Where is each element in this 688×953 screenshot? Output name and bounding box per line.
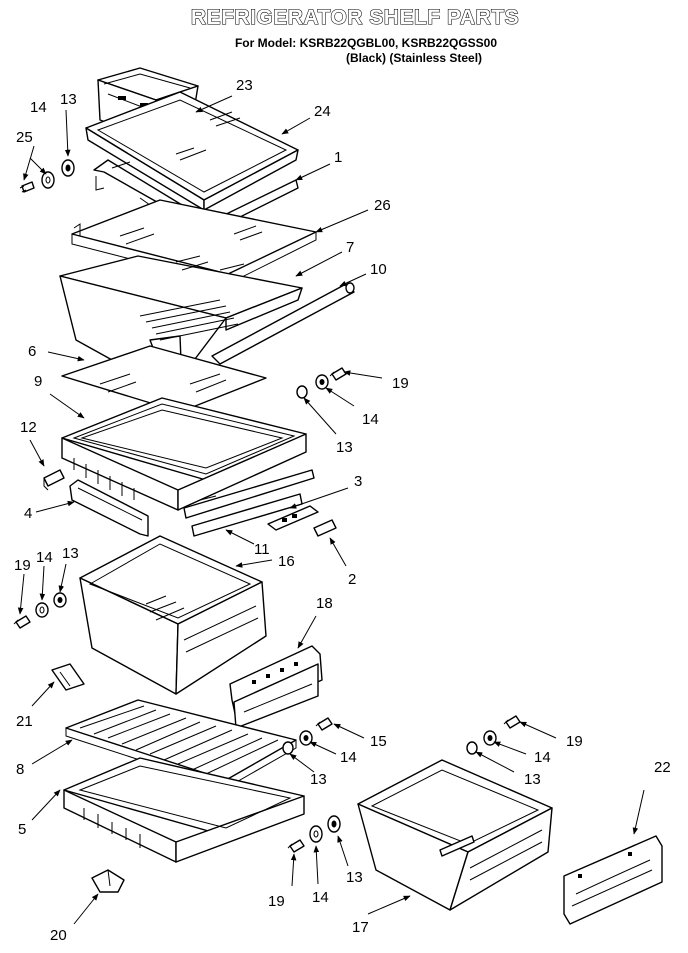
callout-numbers: 23 24 1 26 7 10 6 9 12 4 3 11 2 16 18 21…: [14, 77, 671, 944]
part-16-pan: [79, 535, 267, 695]
callout-14-top: 14: [30, 99, 47, 116]
part-21-clip: [51, 663, 85, 691]
hardware-set-bottom: [287, 815, 341, 853]
diagram-title: REFRIGERATOR SHELF PARTS: [191, 6, 519, 29]
callout-16: 16: [278, 553, 295, 570]
part-9-frame: [61, 397, 307, 511]
part-18-panel: [229, 645, 323, 729]
callout-22: 22: [654, 759, 671, 776]
callout-25: 25: [16, 129, 33, 146]
part-20-cap: [91, 869, 125, 893]
part-24-top-shelf: [85, 91, 299, 211]
callout-15: 15: [370, 733, 387, 750]
model-line: For Model: KSRB22QGBL00, KSRB22QGSS00: [235, 36, 497, 50]
callout-14-bottom: 14: [312, 889, 329, 906]
callout-24: 24: [314, 103, 331, 120]
part-10-rod: [211, 282, 355, 365]
callout-19-upper: 19: [392, 375, 409, 392]
variants-line: (Black) (Stainless Steel): [346, 51, 482, 65]
part-3-trim: [183, 469, 315, 519]
part-17-pan: [357, 759, 553, 911]
hardware-set-middle: [282, 717, 333, 755]
callout-4: 4: [24, 505, 32, 522]
callout-20: 20: [50, 927, 67, 944]
callout-13-left: 13: [62, 545, 79, 562]
callout-8: 8: [16, 761, 24, 778]
part-8-shelf: [65, 699, 297, 789]
callout-1: 1: [334, 149, 342, 166]
hardware-set-top-left: [19, 159, 75, 193]
part-22-drawer-front: [563, 835, 663, 925]
callout-13-middle: 13: [310, 771, 327, 788]
callout-7: 7: [346, 239, 354, 256]
callout-13-bottom: 13: [346, 869, 363, 886]
callout-13-right: 13: [524, 771, 541, 788]
callout-19-bottom: 19: [268, 893, 285, 910]
callout-14-left: 14: [36, 549, 53, 566]
callout-9: 9: [34, 373, 42, 390]
callout-10: 10: [370, 261, 387, 278]
callout-5: 5: [18, 821, 26, 838]
callout-23: 23: [236, 77, 253, 94]
callout-12: 12: [20, 419, 37, 436]
hardware-set-right-lower: [466, 715, 521, 755]
callout-2: 2: [348, 571, 356, 588]
callout-6: 6: [28, 343, 36, 360]
callout-13-upper: 13: [336, 439, 353, 456]
callout-18: 18: [316, 595, 333, 612]
part-6-glass: [61, 345, 267, 413]
callout-17: 17: [352, 919, 369, 936]
callout-19-right: 19: [566, 733, 583, 750]
part-12-clip: [43, 469, 65, 491]
callout-19-left: 19: [14, 557, 31, 574]
callout-14-middle: 14: [340, 749, 357, 766]
callout-21: 21: [16, 713, 33, 730]
leader-lines: [17, 95, 645, 925]
callout-14-right: 14: [534, 749, 551, 766]
part-2-slider: [267, 505, 337, 537]
hardware-set-left: [13, 592, 67, 629]
callout-13-top: 13: [60, 91, 77, 108]
part-5-frame: [63, 757, 305, 863]
callout-11: 11: [254, 541, 270, 558]
callout-26: 26: [374, 197, 391, 214]
callout-14-upper: 14: [362, 411, 379, 428]
hardware-set-right-upper: [296, 367, 347, 399]
part-4-side-rail: [69, 479, 149, 537]
callout-3: 3: [354, 473, 362, 490]
